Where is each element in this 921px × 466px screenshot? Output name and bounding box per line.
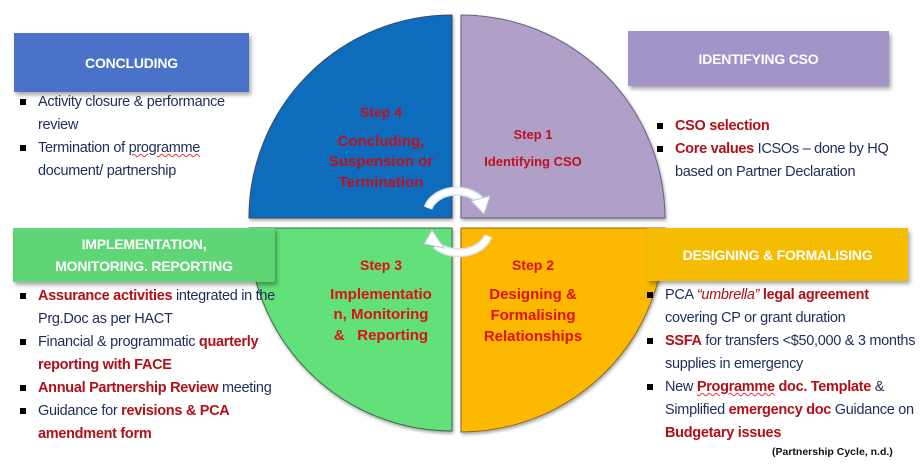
list-item-text: CSO selection — [675, 118, 770, 134]
step4-title-3: Termination — [339, 174, 424, 191]
step3-label: Step 3 — [360, 257, 402, 273]
list-item-text: for transfers <$50,000 & 3 months suppli… — [665, 333, 916, 372]
step4-title-1: Concluding, — [338, 133, 425, 150]
identifying-header-text: IDENTIFYING CSO — [698, 50, 819, 67]
clockwise-arrow-top-icon — [423, 186, 491, 215]
list-item: Assurance activities integrated in the P… — [20, 285, 282, 331]
identifying-header: IDENTIFYING CSO — [628, 31, 889, 86]
list-item-text: covering CP or grant duration — [665, 310, 846, 326]
step2-title-1: Designing & — [489, 286, 577, 303]
list-item-text: Assurance activities — [38, 288, 173, 304]
implementation-header-line1: IMPLEMENTATION, — [81, 236, 207, 252]
list-item: Activity closure & performance review — [20, 91, 260, 137]
citation: (Partnership Cycle, n.d.) — [772, 446, 893, 458]
concluding-header-text: CONCLUDING — [85, 54, 178, 71]
list-item: Financial & programmatic quarterly repor… — [20, 331, 282, 377]
implementation-header: IMPLEMENTATION, MONITORING. REPORTING — [13, 228, 275, 282]
list-item-text: Budgetary issues — [665, 425, 782, 441]
list-item-text: & Simplified — [665, 379, 885, 418]
step2-label: Step 2 — [512, 257, 554, 273]
step1-title-1: Identifying CSO — [484, 154, 582, 169]
designing-list: PCA “umbrella” legal agreement covering … — [647, 284, 919, 445]
list-item-text: SSFA — [665, 333, 702, 349]
list-item-text: New — [665, 379, 697, 395]
implementation-header-line2: MONITORING. REPORTING — [55, 258, 233, 274]
designing-header: DESIGNING & FORMALISING — [647, 228, 908, 281]
quadrant-step4 — [248, 14, 453, 219]
list-item-text: Guidance for — [38, 403, 122, 419]
step4-title-2: Suspension or — [329, 153, 433, 170]
list-item-text: doc. Template — [774, 379, 871, 395]
list-item: Guidance for revisions & PCA amendment f… — [20, 400, 282, 446]
clockwise-arrow-bottom-icon — [423, 229, 493, 258]
list-item-text: programme — [128, 140, 201, 156]
implementation-list: Assurance activities integrated in the P… — [20, 285, 282, 446]
list-item-text: quarterly reporting with FACE — [38, 334, 259, 373]
list-item-text: Core values — [675, 141, 754, 157]
list-item-text: document/ partnership — [38, 163, 176, 179]
list-item: PCA “umbrella” legal agreement covering … — [647, 284, 919, 330]
step4-label: Step 4 — [360, 104, 402, 120]
list-item-text: integrated in the Prg.Doc as per HACT — [38, 288, 275, 327]
list-item-text: Activity closure & performance review — [38, 94, 225, 133]
list-item: Core values ICSOs – done by HQ based on … — [657, 138, 917, 184]
step3-title-2: n, Monitoring — [334, 306, 429, 323]
designing-header-text: DESIGNING & FORMALISING — [682, 246, 873, 263]
list-item-text: “umbrella” — [696, 287, 760, 303]
list-item: CSO selection — [657, 115, 917, 138]
list-item-text: Guidance on — [831, 402, 914, 418]
list-item: SSFA for transfers <$50,000 & 3 months s… — [647, 330, 919, 376]
step3-title-3: & Reporting — [334, 327, 428, 344]
list-item-text: Termination of — [38, 140, 129, 156]
step2-title-3: Relationships — [484, 328, 582, 345]
list-item-text: Annual Partnership Review — [38, 380, 219, 396]
list-item-text: legal agreement — [762, 287, 869, 303]
step1-label: Step 1 — [513, 127, 552, 142]
step2-title-2: Formalising — [490, 307, 575, 324]
list-item-text: PCA — [665, 287, 697, 303]
step3-title-1: Implementatio — [330, 286, 432, 303]
list-item: Annual Partnership Review meeting — [20, 377, 282, 400]
concluding-header: CONCLUDING — [14, 33, 249, 92]
quadrant-step1 — [460, 14, 666, 219]
list-item: New Programme doc. Template & Simplified… — [647, 376, 919, 445]
list-item-text: Financial & programmatic — [38, 334, 199, 350]
list-item-text: Programme — [696, 379, 775, 395]
list-item-text: meeting — [218, 380, 272, 396]
list-item: Termination of programme document/ partn… — [20, 137, 260, 183]
list-item-text: emergency doc — [728, 402, 832, 418]
list-item-text: revisions & PCA amendment form — [38, 403, 229, 442]
list-item-text: ICSOs – done by HQ based on Partner Decl… — [675, 141, 889, 180]
